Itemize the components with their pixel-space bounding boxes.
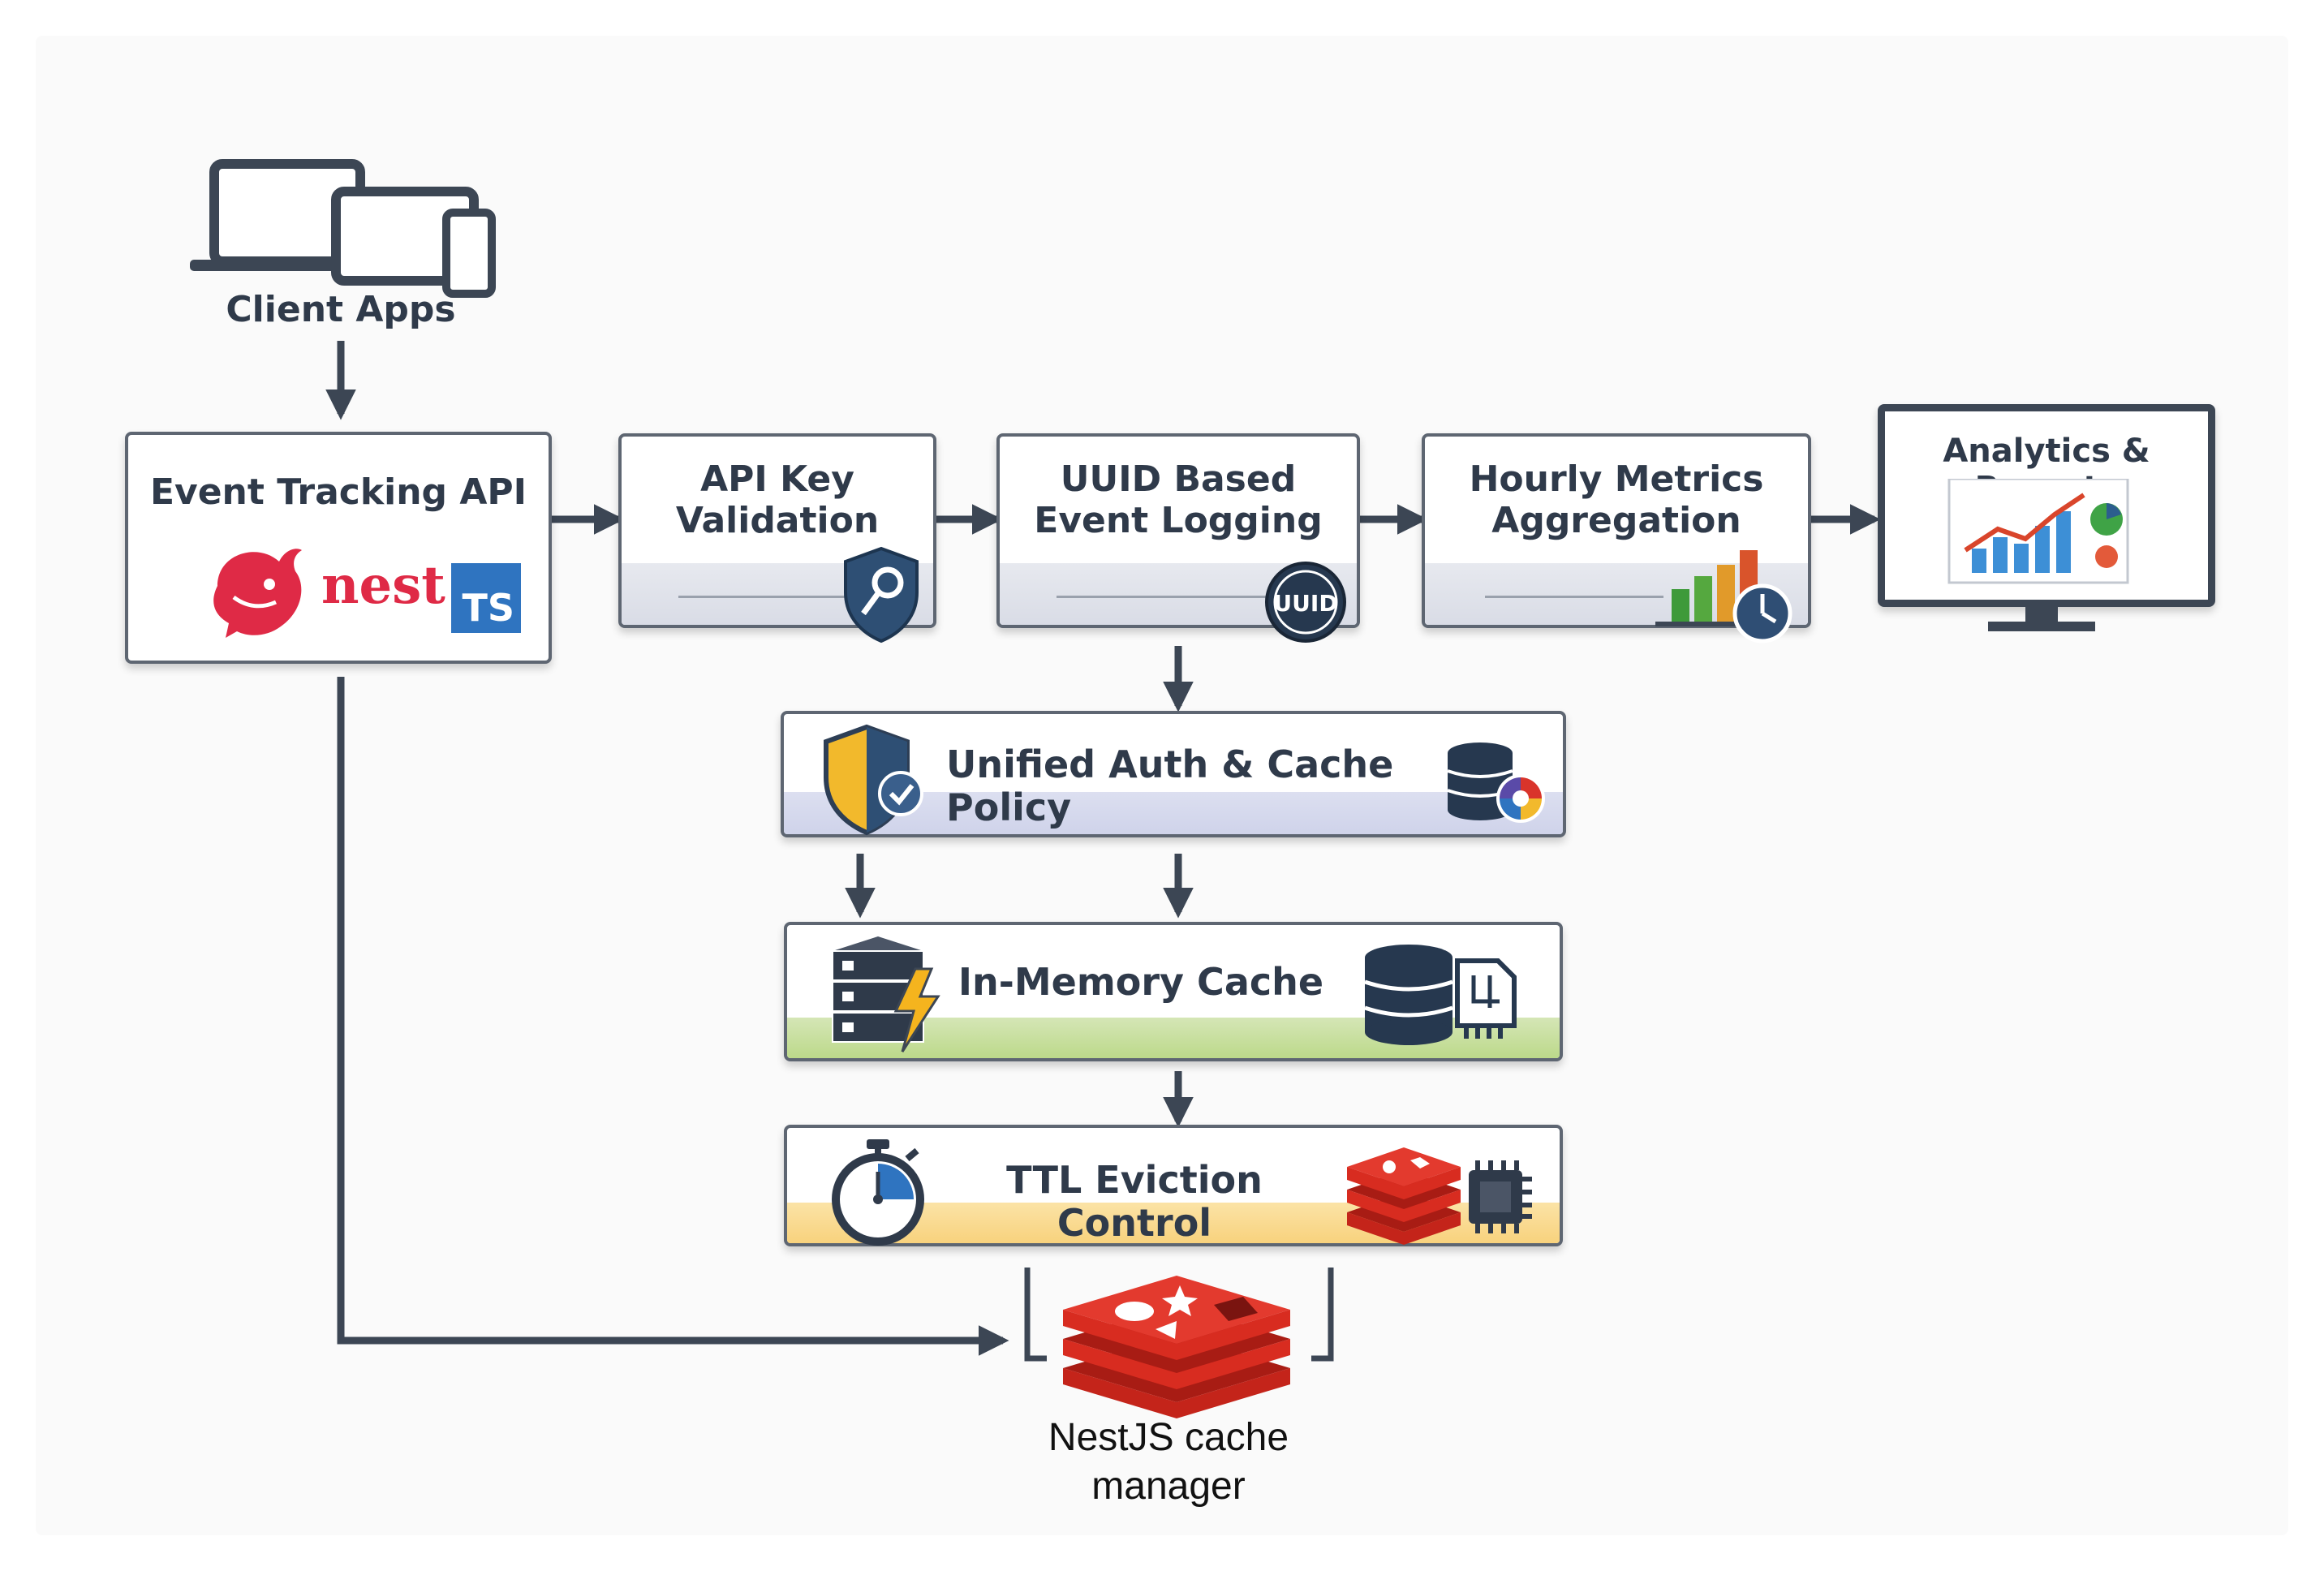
in-memory-label: In-Memory Cache <box>958 960 1324 1004</box>
api-key-line1: API Key <box>700 458 854 500</box>
api-key-rule <box>678 596 881 598</box>
uuid-title: UUID Based Event Logging <box>1000 458 1357 541</box>
typescript-icon: TS <box>451 563 521 633</box>
arrow-api-to-cache-manager <box>337 677 1009 1356</box>
api-key-title: API Key Validation <box>622 458 933 541</box>
uuid-icon: UUID <box>1265 562 1346 643</box>
uuid-line1: UUID Based <box>1060 458 1297 500</box>
api-key-line2: Validation <box>675 499 880 541</box>
database-pie-icon <box>1447 742 1545 823</box>
auth-policy-label: Unified Auth & Cache Policy <box>946 742 1394 829</box>
bar-chart-clock-icon <box>1655 550 1792 643</box>
typescript-badge-text: TS <box>462 586 514 630</box>
redis-icon <box>1063 1276 1290 1418</box>
cache-manager-line2: manager <box>1091 1465 1246 1508</box>
redis-chip-icon <box>1347 1147 1532 1245</box>
cache-manager-label: NestJS cache manager <box>925 1414 1412 1511</box>
hourly-line2: Aggregation <box>1491 499 1741 541</box>
database-chip-icon <box>1364 945 1517 1045</box>
api-key-validation-box[interactable]: API Key Validation <box>618 433 936 628</box>
server-lightning-icon <box>832 936 940 1052</box>
hourly-rule <box>1485 596 1663 598</box>
nest-wordmark: nest <box>321 555 445 616</box>
stopwatch-icon <box>832 1139 924 1246</box>
devices-icon <box>190 159 496 298</box>
bracket-left <box>1024 1268 1047 1362</box>
shield-check-icon <box>824 724 923 836</box>
event-tracking-api-title: Event Tracking API <box>149 471 527 513</box>
ttl-label: TTL Eviction Control <box>1006 1158 1263 1245</box>
uuid-rule <box>1057 596 1292 598</box>
monitor-chart-icon <box>1947 479 2129 631</box>
hourly-title: Hourly Metrics Aggregation <box>1425 458 1808 541</box>
uuid-badge-text: UUID <box>1273 590 1337 617</box>
cache-manager-line1: NestJS cache <box>1048 1416 1289 1459</box>
hourly-line1: Hourly Metrics <box>1469 458 1764 500</box>
bracket-right <box>1311 1268 1334 1362</box>
shield-key-icon <box>844 546 919 643</box>
uuid-line2: Event Logging <box>1034 499 1323 541</box>
client-apps-label: Client Apps <box>226 289 456 330</box>
nestjs-logo-icon <box>213 549 302 638</box>
